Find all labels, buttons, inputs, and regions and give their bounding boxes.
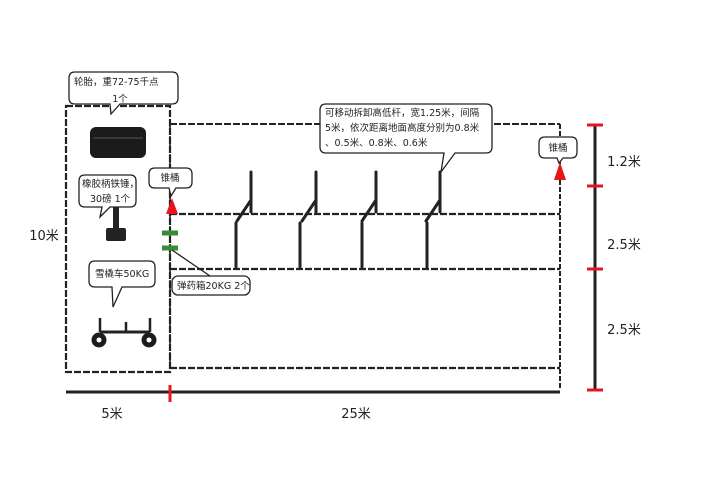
tire-callout: 轮胎，重72-75千点 1个	[68, 71, 179, 116]
hammer	[106, 201, 126, 241]
bars-label-line2: 5米，依次距离地面高度分别为0.8米	[325, 122, 480, 134]
course-area	[169, 123, 561, 390]
hammer-label-line1: 橡胶柄铁锤，	[82, 178, 139, 190]
ammo-boxes	[162, 230, 178, 251]
tire	[90, 127, 146, 158]
upper-bars	[235, 170, 442, 223]
cone-left	[166, 198, 178, 214]
middle-bars	[234, 221, 429, 269]
hammer-callout: 橡胶柄铁锤， 30磅 1个	[78, 174, 139, 219]
upper-bar-1	[235, 170, 253, 223]
upper-bar-4	[424, 170, 442, 223]
upper-bar-3	[360, 170, 378, 223]
cone-right-label: 锥桶	[548, 142, 567, 154]
bottom-dimension: 5米 25米	[66, 385, 560, 422]
bars-label-line3: 、0.5米、0.8米、0.6米	[325, 137, 428, 149]
ammo-callout: 弹药箱20KG 2个	[171, 249, 251, 296]
sled-callout: 雪橇车50KG	[88, 260, 156, 308]
seg-bot-label: 2.5米	[607, 323, 641, 338]
sled-label: 雪橇车50KG	[95, 268, 149, 280]
cone-left-callout: 锥桶	[148, 167, 193, 198]
bars-label-line1: 可移动拆卸高低杆，宽1.25米，间隔	[325, 107, 480, 119]
seg-top-label: 1.2米	[607, 155, 641, 170]
right-dimension: 1.2米 2.5米 2.5米	[587, 123, 641, 392]
cone-right-callout: 锥桶	[538, 136, 578, 165]
bars-callout: 可移动拆卸高低杆，宽1.25米，间隔 5米，依次距离地面高度分别为0.8米 、0…	[319, 103, 493, 173]
seg-mid-label: 2.5米	[607, 238, 641, 253]
height-total-label: 10米	[29, 229, 59, 244]
width-left-label: 5米	[101, 407, 122, 422]
tire-count-label: 1个	[112, 94, 128, 105]
sled	[91, 318, 157, 348]
ammo-label: 弹药箱20KG 2个	[177, 280, 250, 292]
upper-bar-2	[300, 170, 318, 223]
cone-right	[554, 162, 566, 180]
width-main-label: 25米	[341, 407, 371, 422]
tire-label: 轮胎，重72-75千点	[74, 76, 159, 88]
hammer-label-line2: 30磅 1个	[90, 193, 131, 205]
cone-left-label: 锥桶	[160, 172, 179, 184]
